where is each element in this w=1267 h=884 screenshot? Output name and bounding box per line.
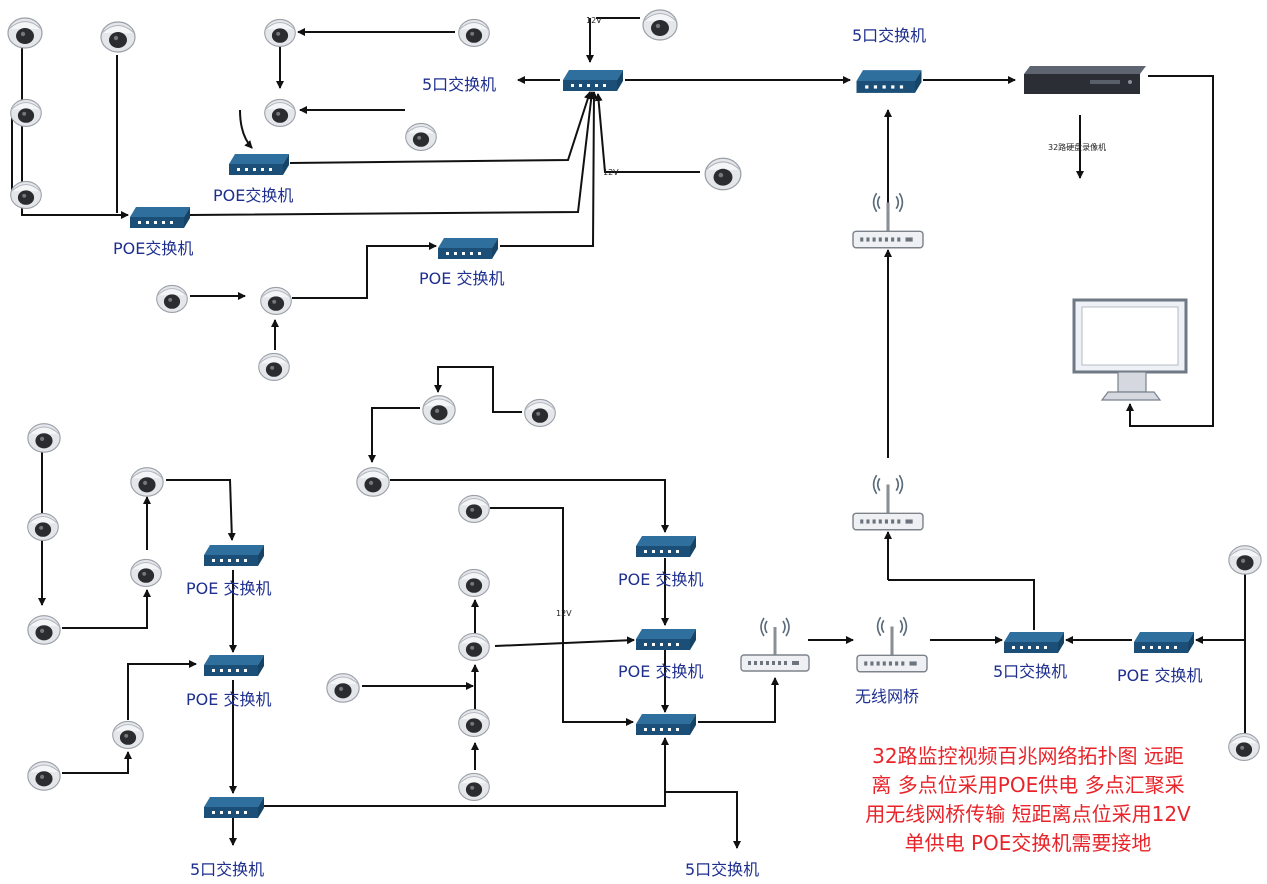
camera-icon xyxy=(10,180,42,209)
camera-icon xyxy=(156,284,188,313)
switch-icon xyxy=(204,545,264,566)
switch-label: POE交换机 xyxy=(213,186,294,205)
switch-icon xyxy=(636,629,696,650)
caption-line: 32路监控视频百兆网络拓扑图 远距 xyxy=(872,744,1184,768)
camera-icon xyxy=(1228,545,1262,575)
camera-icon xyxy=(422,395,456,425)
switch-icon xyxy=(856,70,922,93)
camera-icon xyxy=(130,558,162,587)
switch-label: 5口交换机 xyxy=(852,26,927,45)
switch-icon xyxy=(563,70,623,91)
nvr-recorder-icon xyxy=(1024,66,1146,94)
switch-icon xyxy=(1134,632,1194,653)
camera-icon xyxy=(458,708,490,737)
camera-icon xyxy=(405,122,437,151)
switch-label: POE 交换机 xyxy=(419,269,505,288)
switch-icon xyxy=(130,207,190,228)
switch-label: 5口交换机 xyxy=(685,860,760,879)
camera-icon xyxy=(524,398,556,427)
camera-icon xyxy=(458,18,490,47)
nvr-label: 32路硬盘录像机 xyxy=(1048,143,1107,152)
wireless-devices xyxy=(740,192,928,674)
camera-icon xyxy=(704,157,742,191)
camera-icon xyxy=(458,772,490,801)
caption-line: 单供电 POE交换机需要接地 xyxy=(904,831,1152,855)
camera-icon xyxy=(326,673,360,703)
switch-label: 5口交换机 xyxy=(190,860,265,879)
switch-label: 5口交换机 xyxy=(422,75,497,94)
wireless-bridge-icon xyxy=(740,616,810,673)
switch-label: POE 交换机 xyxy=(618,570,704,589)
camera-icon xyxy=(27,512,59,541)
camera-icon xyxy=(356,467,390,497)
camera-icon xyxy=(10,98,42,127)
switch-icon xyxy=(204,797,264,818)
switch-icon xyxy=(204,655,264,676)
camera-icon xyxy=(7,17,43,49)
caption-line: 离 多点位采用POE供电 多点汇聚采 xyxy=(871,773,1185,797)
camera-icon xyxy=(100,21,136,53)
switch-label: POE 交换机 xyxy=(186,690,272,709)
camera-icon xyxy=(264,18,296,47)
switch-icon xyxy=(1004,632,1064,653)
wireless-bridge-icon xyxy=(856,616,928,674)
camera-icon xyxy=(27,423,61,453)
camera-icon xyxy=(258,352,290,381)
voltage-label: 12V xyxy=(556,609,572,618)
wireless-bridge-icon xyxy=(852,474,924,532)
camera-icon xyxy=(112,720,144,749)
switch-label: POE 交换机 xyxy=(1117,666,1203,685)
camera-icon xyxy=(130,467,164,497)
camera-icon xyxy=(260,286,292,315)
switch-label: POE 交换机 xyxy=(186,579,272,598)
camera-icon xyxy=(458,568,490,597)
camera-icon xyxy=(642,9,678,41)
camera-icon xyxy=(458,494,490,523)
switch-icon xyxy=(636,536,696,557)
diagram-caption: 32路监控视频百兆网络拓扑图 远距 离 多点位采用POE供电 多点汇聚采 用无线… xyxy=(818,742,1238,858)
camera-icon xyxy=(27,761,61,791)
bridge-label: 无线网桥 xyxy=(855,687,920,706)
switch-icon xyxy=(438,238,498,259)
switch-label: POE交换机 xyxy=(113,239,194,258)
monitor-icon xyxy=(1072,298,1188,401)
switch-icon xyxy=(229,154,289,175)
camera-icon xyxy=(27,615,61,645)
voltage-label: 12V xyxy=(586,16,602,25)
switch-label: 5口交换机 xyxy=(993,662,1068,681)
caption-line: 用无线网桥传输 短距离点位采用12V xyxy=(865,802,1191,826)
voltage-label: 12V xyxy=(603,168,619,177)
camera-icon xyxy=(458,632,490,661)
camera-icon xyxy=(264,98,296,127)
switch-icon xyxy=(636,714,696,735)
switch-label: POE 交换机 xyxy=(618,662,704,681)
